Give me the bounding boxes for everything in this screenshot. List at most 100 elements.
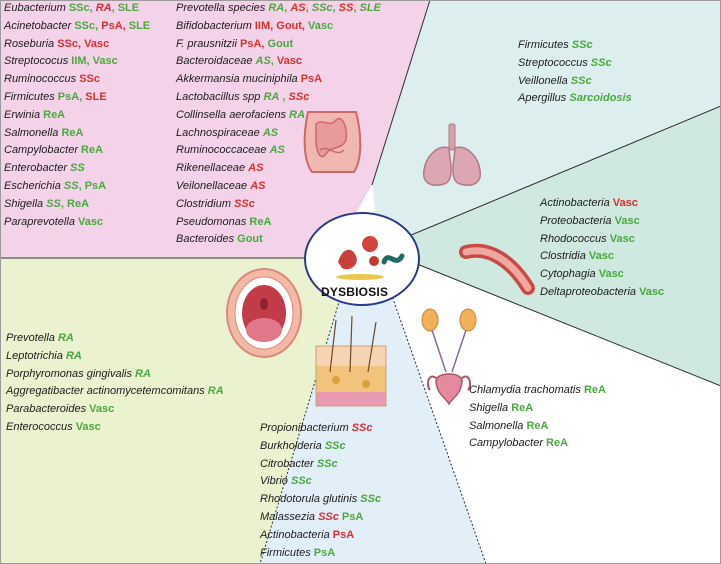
organism-name: Salmonella xyxy=(4,126,62,139)
organism-entry: Actinobacteria Vasc xyxy=(540,195,664,213)
disease-tag: AS xyxy=(250,179,266,192)
organism-entry: Firmicutes PsA xyxy=(260,545,381,563)
disease-tag: SSc xyxy=(316,457,338,470)
organism-name: Clostridium xyxy=(176,197,235,210)
disease-tag: SLE xyxy=(359,2,381,14)
organism-entry: Clostridium SSc xyxy=(176,196,381,214)
urogenital-icon xyxy=(421,308,477,406)
disease-tag: PsA, xyxy=(57,90,86,103)
organism-entry: Prevotella species RA, AS, SSc, SS, SLE xyxy=(176,0,381,18)
organism-name: Porphyromonas gingivalis xyxy=(6,367,136,380)
disease-tag: AS xyxy=(248,162,264,175)
disease-tag: Vasc xyxy=(639,285,665,298)
organism-entry: Escherichia SS, PsA xyxy=(4,178,150,196)
organism-entry: Akkermansia muciniphila PsA xyxy=(176,71,381,89)
disease-tag: RA xyxy=(57,332,74,344)
organism-entry: Eubacterium SSc, RA, SLE xyxy=(4,0,150,18)
disease-tag: SS xyxy=(46,197,61,210)
disease-tag: IIM, Gout, xyxy=(254,19,309,32)
organism-entry: Veilonellaceae AS xyxy=(176,178,381,196)
disease-tag: PsA xyxy=(300,73,323,86)
organism-entry: Enterococcus Vasc xyxy=(6,419,224,437)
organism-name: Akkermansia muciniphila xyxy=(176,73,301,86)
gut-region xyxy=(0,0,430,258)
disease-tag: SSc, xyxy=(68,2,96,14)
disease-tag: Vasc xyxy=(598,268,624,281)
organism-name: Clostridia xyxy=(540,250,589,263)
disease-tag: AS xyxy=(290,2,306,14)
organism-entry: Malassezia SSc PsA xyxy=(260,509,381,527)
disease-tag: SSc xyxy=(318,510,339,523)
organism-name: Roseburia xyxy=(4,37,58,50)
organism-entry: Deltaproteobacteria Vasc xyxy=(540,284,664,302)
organism-entry: Parabacteroides Vasc xyxy=(6,401,224,419)
disease-tag: , PsA xyxy=(78,179,107,192)
disease-tag: ReA xyxy=(546,437,569,450)
organism-name: Actinobacteria xyxy=(540,197,613,209)
organism-entry: Proteobacteria Vasc xyxy=(540,213,664,231)
organism-name: Ruminococcaceae xyxy=(176,144,270,157)
disease-tag: PsA, xyxy=(101,19,129,32)
organism-entry: Apergillus Sarcoidosis xyxy=(518,90,632,108)
dysbiosis-center xyxy=(304,212,420,306)
organism-name: Propionibacterium xyxy=(260,422,352,434)
organism-name: Escherichia xyxy=(4,179,64,192)
organism-name: Burkholderia xyxy=(260,439,325,452)
organism-name: Rhodotorula glutinis xyxy=(260,493,361,506)
disease-tag: RA xyxy=(207,385,224,398)
organism-name: Acinetobacter xyxy=(4,19,75,32)
disease-tag: SSc, Vasc xyxy=(57,37,110,50)
disease-tag: Sarcoidosis xyxy=(569,92,632,105)
disease-tag: AS xyxy=(269,144,285,157)
organism-name: Shigella xyxy=(4,197,47,210)
disease-tag: RA xyxy=(135,367,151,380)
disease-tag: , xyxy=(332,2,339,14)
disease-tag: Vasc xyxy=(308,19,334,32)
organism-entry: Cytophagia Vasc xyxy=(540,266,664,284)
disease-tag: SSc xyxy=(290,475,312,488)
organism-name: Aggregatibacter actinomycetemcomitans xyxy=(6,385,208,398)
organism-name: Shigella xyxy=(469,401,512,414)
disease-tag: SSc xyxy=(571,39,593,51)
organism-name: Malassezia xyxy=(260,510,319,523)
organism-entry: Chlamydia trachomatis ReA xyxy=(469,382,606,400)
organism-name: Vibrio xyxy=(260,475,291,488)
organism-entry: Rikenellaceae AS xyxy=(176,160,381,178)
disease-tag: PsA xyxy=(313,546,336,559)
disease-tag: RA xyxy=(289,108,306,121)
disease-tag: SS xyxy=(70,162,85,175)
disease-tag: SSc xyxy=(360,493,382,506)
disease-tag: Vasc xyxy=(78,215,104,228)
organism-name: Prevotella species xyxy=(176,2,269,14)
organism-entry: Streptococus IIM, Vasc xyxy=(4,53,150,71)
disease-tag: ReA xyxy=(526,419,549,432)
organism-name: Streptococcus xyxy=(518,56,591,69)
organism-entry: Vibrio SSc xyxy=(260,473,381,491)
organism-name: Veilonellaceae xyxy=(176,179,251,192)
organism-entry: Lactobacillus spp RA , SSc xyxy=(176,89,381,107)
organism-name: Cytophagia xyxy=(540,268,599,281)
urogenital-region xyxy=(390,262,721,564)
organism-entry: Enterobacter SS xyxy=(4,160,150,178)
organism-entry: Erwinia ReA xyxy=(4,107,150,125)
organism-entry: Salmonella ReA xyxy=(4,125,150,143)
disease-tag: , ReA xyxy=(60,197,90,210)
organism-entry: Porphyromonas gingivalis RA xyxy=(6,366,224,384)
organism-entry: Acinetobacter SSc, PsA, SLE xyxy=(4,18,150,36)
organism-entry: Lachnospiraceae AS xyxy=(176,125,381,143)
disease-tag: SSc xyxy=(570,74,592,87)
disease-tag: ReA xyxy=(43,108,66,121)
organism-name: Deltaproteobacteria xyxy=(540,285,640,298)
intestine-icon xyxy=(303,111,362,173)
organism-entry: Rhodococcus Vasc xyxy=(540,231,664,249)
disease-tag: Vasc xyxy=(609,232,635,245)
dysbiosis-label: DYSBIOSIS xyxy=(321,285,389,299)
organism-name: Parabacteroides xyxy=(6,403,90,416)
organism-name: Apergillus xyxy=(518,92,570,105)
